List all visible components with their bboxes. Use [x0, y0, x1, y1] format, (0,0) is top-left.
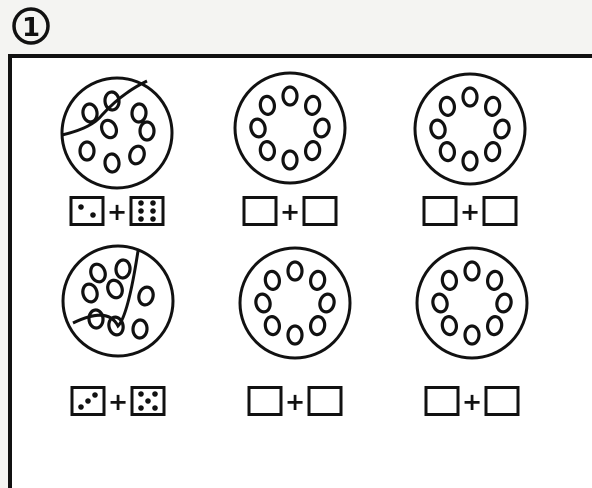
plus-sign: +: [108, 388, 128, 416]
die-pip: [150, 216, 156, 222]
answer-box-right[interactable]: [484, 198, 516, 225]
answer-box-left[interactable]: [426, 388, 458, 415]
answer-box-right[interactable]: [304, 198, 336, 225]
answer-box-left[interactable]: [244, 198, 276, 225]
die-pip: [152, 391, 158, 397]
plus-sign: +: [107, 198, 127, 226]
die-pip: [78, 204, 84, 210]
plus-sign: +: [280, 198, 300, 226]
plus-sign: +: [285, 388, 305, 416]
die-pip: [138, 200, 144, 206]
plus-sign: +: [462, 388, 482, 416]
exercise-number-badge: 1: [14, 9, 48, 43]
die-pip: [78, 404, 84, 410]
task-card: +: [63, 246, 173, 416]
task-card: +: [62, 78, 172, 226]
exercise-number: 1: [22, 13, 40, 43]
die-pip: [85, 398, 91, 404]
task-card: +: [240, 248, 350, 416]
die-pip: [90, 212, 96, 218]
die-pip: [145, 398, 151, 404]
task-card: +: [235, 73, 345, 226]
answer-box-right[interactable]: [486, 388, 518, 415]
answer-box-right: [131, 198, 163, 225]
die-pip: [138, 208, 144, 214]
task-card: +: [415, 74, 525, 226]
die-pip: [150, 208, 156, 214]
task-card: +: [417, 248, 527, 416]
answer-box-left: [71, 198, 103, 225]
plus-sign: +: [460, 198, 480, 226]
die-pip: [138, 391, 144, 397]
die-pip: [152, 405, 158, 411]
worksheet: 1 + + + + + +: [0, 0, 592, 453]
tasks-layer: + + + + + +: [62, 73, 527, 416]
answer-box-right[interactable]: [309, 388, 341, 415]
answer-box-left[interactable]: [424, 198, 456, 225]
die-pip: [138, 405, 144, 411]
die-pip: [138, 216, 144, 222]
answer-box-left[interactable]: [249, 388, 281, 415]
die-pip: [150, 200, 156, 206]
die-pip: [92, 392, 98, 398]
